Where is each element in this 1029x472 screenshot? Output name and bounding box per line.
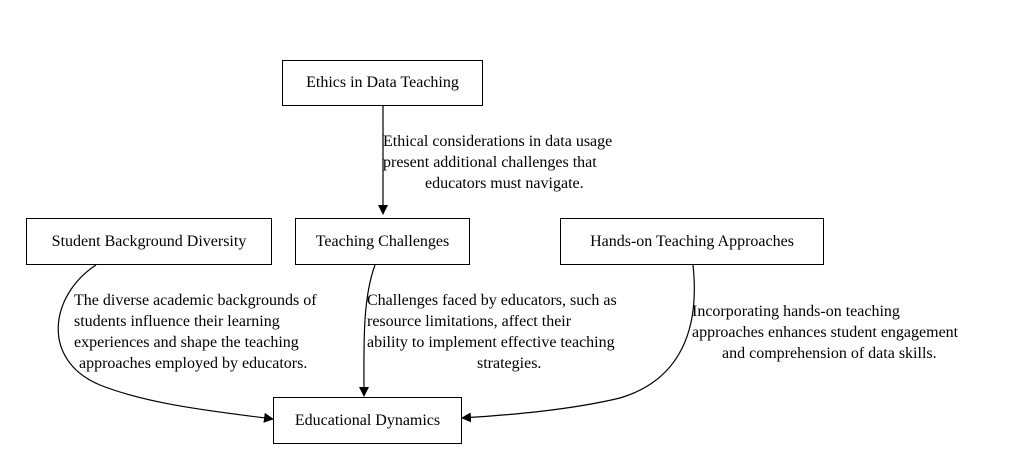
edge-label-line: Incorporating hands-on teaching [692, 303, 900, 320]
edge-label-challenges-to-dynamics: Challenges faced by educators, such as r… [367, 290, 617, 374]
edge-label-line: educators must navigate. [425, 175, 584, 192]
edge-diversity-to-dynamics [57, 264, 274, 423]
edge-challenges-to-dynamics [358, 264, 376, 397]
edge-label-line: The diverse academic backgrounds of [74, 292, 317, 309]
edge-handson-to-dynamics [461, 264, 695, 423]
edge-label-line: Ethical considerations in data usage [383, 133, 613, 150]
node-educational-dynamics: Educational Dynamics [273, 397, 462, 444]
edge-label-line: approaches employed by educators. [79, 355, 308, 372]
edge-label-line: strategies. [477, 355, 542, 372]
edge-label-diversity-to-dynamics: The diverse academic backgrounds of stud… [74, 290, 317, 374]
edge-label-line: approaches enhances student engagement [692, 324, 959, 341]
node-hands-on-teaching-approaches: Hands-on Teaching Approaches [560, 218, 824, 265]
edge-label-line: and comprehension of data skills. [722, 345, 937, 362]
edge-label-line: resource limitations, affect their [367, 313, 572, 330]
node-teaching-challenges: Teaching Challenges [295, 218, 470, 265]
node-ethics-in-data-teaching: Ethics in Data Teaching [282, 60, 483, 106]
edge-label-line: ability to implement effective teaching [367, 334, 615, 351]
edge-label-ethics-to-challenges: Ethical considerations in data usage pre… [383, 131, 612, 194]
node-student-background-diversity: Student Background Diversity [26, 218, 272, 265]
edge-label-handson-to-dynamics: Incorporating hands-on teaching approach… [692, 301, 958, 364]
edge-label-line: Challenges faced by educators, such as [367, 292, 617, 309]
edge-label-line: experiences and shape the teaching [74, 334, 299, 351]
edge-label-line: students influence their learning [74, 313, 280, 330]
edge-label-line: present additional challenges that [383, 154, 597, 171]
